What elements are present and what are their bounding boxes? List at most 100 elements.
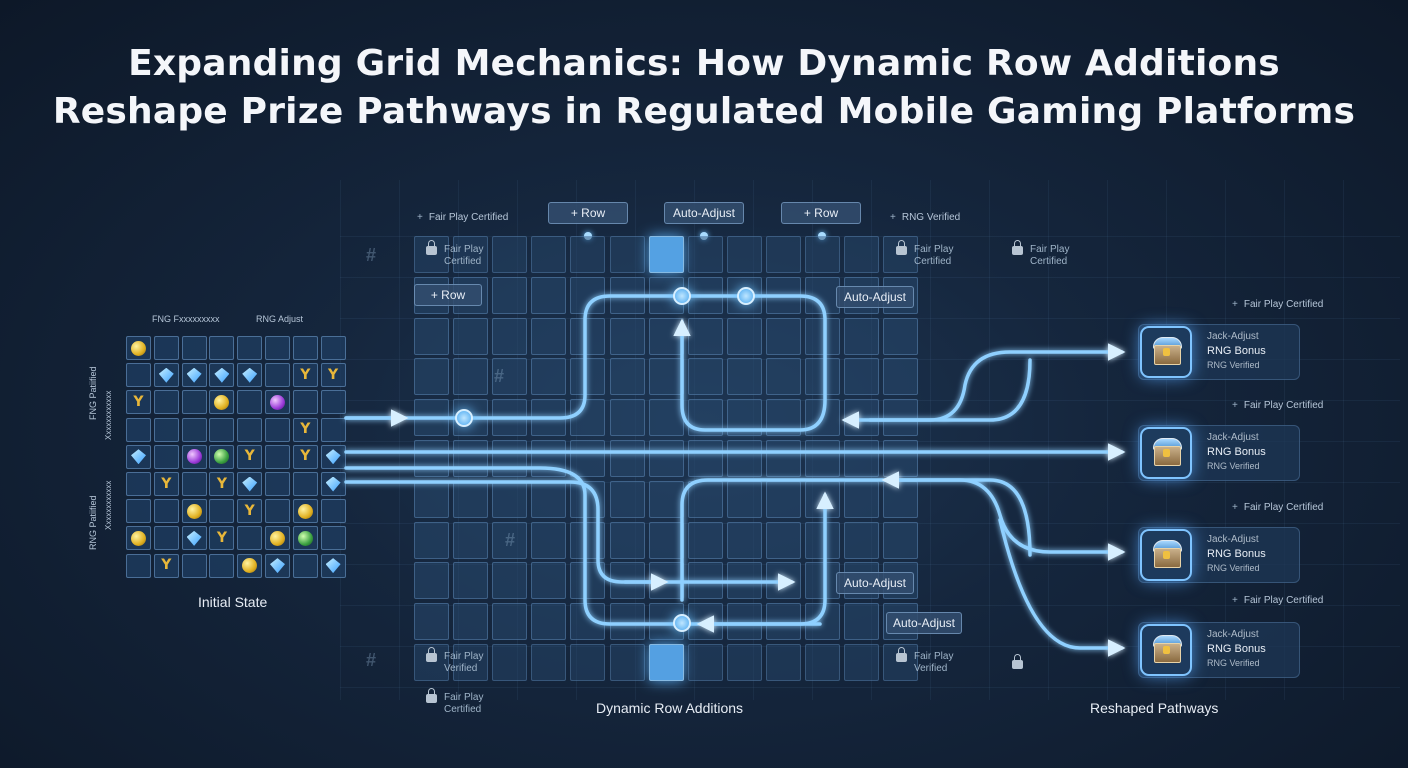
symbol-cell[interactable]: [209, 553, 235, 578]
grid-cell[interactable]: [609, 317, 645, 355]
symbol-cell[interactable]: [265, 499, 290, 524]
symbol-cell[interactable]: [181, 526, 207, 551]
grid-cell[interactable]: [844, 358, 880, 396]
grid-cell[interactable]: [492, 562, 528, 600]
grid-cell[interactable]: [687, 236, 723, 273]
symbol-cell[interactable]: [181, 499, 207, 524]
grid-cell[interactable]: [492, 276, 528, 314]
symbol-cell[interactable]: [126, 499, 151, 524]
add-row-button-2[interactable]: + Row: [781, 202, 861, 224]
grid-cell[interactable]: [687, 644, 723, 681]
grid-cell[interactable]: [492, 317, 528, 355]
symbol-cell[interactable]: [126, 472, 151, 496]
grid-cell[interactable]: [726, 236, 762, 273]
symbol-cell[interactable]: [153, 390, 179, 415]
grid-cell[interactable]: [765, 480, 801, 518]
symbol-cell[interactable]: [237, 472, 263, 496]
auto-adjust-button[interactable]: Auto-Adjust: [664, 202, 744, 224]
grid-cell[interactable]: [414, 317, 449, 355]
symbol-cell[interactable]: [153, 336, 179, 360]
symbol-cell[interactable]: [320, 417, 346, 442]
symbol-cell[interactable]: [265, 526, 290, 551]
symbol-cell[interactable]: [153, 363, 179, 388]
grid-cell[interactable]: [883, 521, 919, 559]
symbol-cell[interactable]: Y: [153, 553, 179, 578]
grid-cell[interactable]: [805, 480, 840, 518]
symbol-cell[interactable]: [209, 363, 235, 388]
grid-cell[interactable]: [414, 440, 449, 477]
grid-cell[interactable]: [414, 562, 449, 600]
symbol-cell[interactable]: [126, 444, 151, 469]
grid-cell[interactable]: [453, 603, 489, 641]
symbol-cell[interactable]: [320, 444, 346, 469]
grid-cell[interactable]: [453, 562, 489, 600]
grid-cell[interactable]: [844, 644, 880, 681]
symbol-cell[interactable]: [265, 553, 290, 578]
symbol-cell[interactable]: [237, 526, 263, 551]
grid-cell[interactable]: [726, 440, 762, 477]
symbol-cell[interactable]: [292, 553, 318, 578]
grid-cell[interactable]: [765, 644, 801, 681]
grid-cell[interactable]: [531, 603, 567, 641]
grid-cell[interactable]: [844, 317, 880, 355]
symbol-cell[interactable]: [126, 553, 151, 578]
grid-cell[interactable]: [531, 480, 567, 518]
symbol-cell[interactable]: [292, 499, 318, 524]
grid-cell[interactable]: [765, 317, 801, 355]
auto-adjust-label[interactable]: Auto-Adjust: [836, 286, 914, 308]
grid-cell[interactable]: [531, 562, 567, 600]
symbol-cell[interactable]: [153, 417, 179, 442]
grid-cell[interactable]: [726, 480, 762, 518]
grid-cell[interactable]: [687, 521, 723, 559]
grid-cell[interactable]: [648, 399, 684, 437]
grid-cell[interactable]: [805, 358, 840, 396]
grid-cell[interactable]: [531, 317, 567, 355]
grid-cell[interactable]: [844, 440, 880, 477]
grid-cell[interactable]: [765, 440, 801, 477]
grid-cell[interactable]: [726, 317, 762, 355]
grid-cell[interactable]: [570, 236, 606, 273]
grid-cell[interactable]: [531, 276, 567, 314]
symbol-cell[interactable]: [181, 553, 207, 578]
symbol-cell[interactable]: Y: [320, 363, 346, 388]
grid-cell[interactable]: [609, 644, 645, 681]
grid-cell[interactable]: [805, 644, 840, 681]
symbol-cell[interactable]: [320, 336, 346, 360]
symbol-cell[interactable]: Y: [237, 444, 263, 469]
grid-cell[interactable]: [844, 399, 880, 437]
grid-cell[interactable]: [805, 236, 840, 273]
grid-cell[interactable]: [883, 440, 919, 477]
add-row-button[interactable]: + Row: [548, 202, 628, 224]
symbol-cell[interactable]: [292, 390, 318, 415]
grid-cell[interactable]: [453, 236, 489, 273]
grid-cell[interactable]: [453, 317, 489, 355]
symbol-cell[interactable]: [181, 417, 207, 442]
grid-cell[interactable]: [570, 317, 606, 355]
symbol-cell[interactable]: [237, 363, 263, 388]
grid-cell[interactable]: [492, 521, 528, 559]
grid-cell[interactable]: [609, 440, 645, 477]
grid-cell[interactable]: [492, 236, 528, 273]
symbol-cell[interactable]: [153, 444, 179, 469]
grid-cell[interactable]: [726, 644, 762, 681]
grid-cell[interactable]: [883, 358, 919, 396]
symbol-cell[interactable]: [320, 499, 346, 524]
symbol-cell[interactable]: [320, 553, 346, 578]
symbol-cell[interactable]: [237, 553, 263, 578]
grid-cell[interactable]: [609, 603, 645, 641]
symbol-cell[interactable]: [126, 336, 151, 360]
symbol-cell[interactable]: [209, 336, 235, 360]
symbol-cell[interactable]: [181, 363, 207, 388]
grid-cell[interactable]: [570, 440, 606, 477]
symbol-cell[interactable]: [237, 417, 263, 442]
grid-cell[interactable]: [414, 480, 449, 518]
grid-cell[interactable]: [765, 358, 801, 396]
grid-cell[interactable]: [609, 399, 645, 437]
grid-cell[interactable]: [844, 480, 880, 518]
auto-adjust-label[interactable]: Auto-Adjust: [886, 612, 962, 634]
grid-cell[interactable]: [531, 644, 567, 681]
grid-cell[interactable]: [765, 603, 801, 641]
highlighted-new-row-cell[interactable]: [648, 644, 684, 681]
grid-cell[interactable]: [570, 644, 606, 681]
grid-cell[interactable]: [609, 521, 645, 559]
